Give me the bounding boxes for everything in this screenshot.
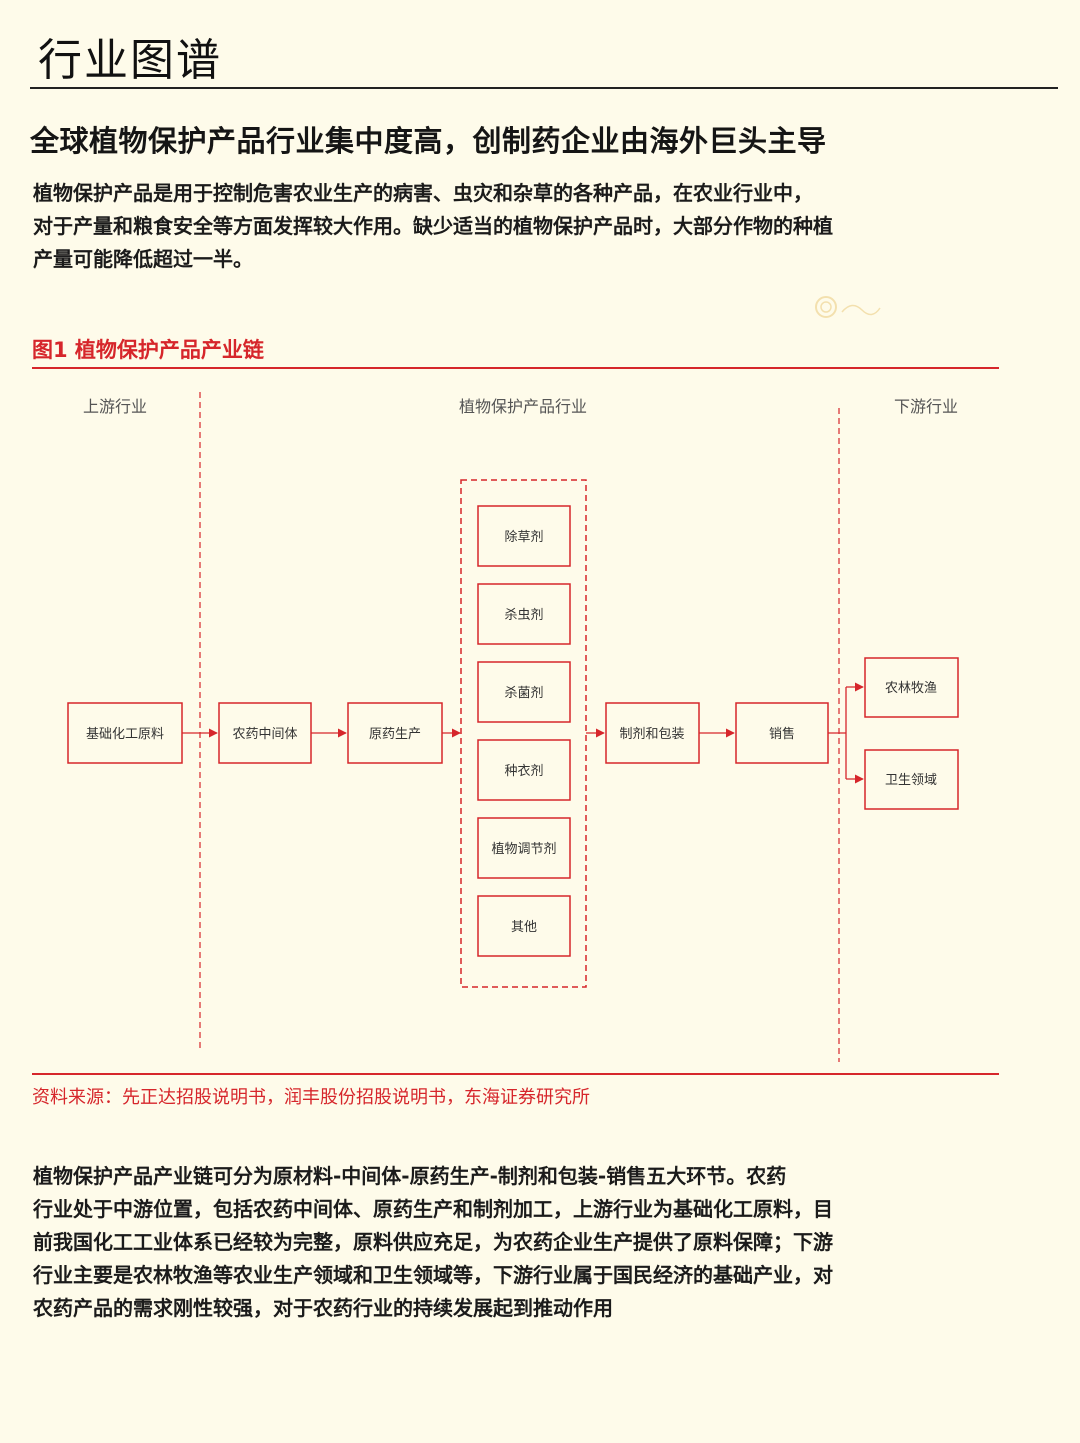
product-label: 除草剂	[504, 530, 543, 545]
product-label: 植物调节剂	[491, 842, 556, 857]
column-label-midstream: 植物保护产品行业	[459, 397, 587, 416]
conclusion-line: 农药产品的需求刚性较强，对于农药行业的持续发展起到推动作用	[33, 1296, 613, 1320]
figure-source: 资料来源：先正达招股说明书，润丰股份招股说明书，东海证券研究所	[32, 1087, 590, 1108]
figure-title: 图1 植物保护产品产业链	[32, 338, 264, 362]
product-node: 杀菌剂	[477, 661, 571, 723]
chain-node-sales: 销售	[735, 702, 829, 764]
product-node: 除草剂	[477, 505, 571, 567]
product-group-frame	[460, 479, 587, 988]
chain-node-raw: 基础化工原料	[67, 702, 183, 764]
title-divider	[30, 87, 1058, 89]
column-label-downstream: 下游行业	[894, 397, 958, 416]
chain-node-technical: 原药生产	[347, 702, 443, 764]
downstream-label: 卫生领域	[885, 773, 937, 788]
column-label-upstream: 上游行业	[83, 397, 147, 416]
chain-node-intermediate: 农药中间体	[218, 702, 312, 764]
product-label: 其他	[511, 920, 537, 935]
chain-node-formulation: 制剂和包装	[605, 702, 700, 764]
downstream-label: 农林牧渔	[885, 681, 937, 696]
chain-node-sales-label: 销售	[769, 726, 795, 742]
chain-node-raw-label: 基础化工原料	[86, 727, 164, 742]
product-node: 其他	[477, 895, 571, 957]
page-title: 行业图谱	[38, 35, 222, 86]
product-node: 杀虫剂	[477, 583, 571, 645]
conclusion-line: 行业主要是农林牧渔等农业生产领域和卫生领域等，下游行业属于国民经济的基础产业，对	[33, 1263, 833, 1287]
conclusion-line: 行业处于中游位置，包括农药中间体、原药生产和制剂加工，上游行业为基础化工原料，目	[33, 1197, 833, 1221]
downstream-node: 农林牧渔	[864, 657, 959, 718]
product-label: 种衣剂	[504, 763, 543, 779]
intro-line: 产量可能降低超过一半。	[33, 247, 253, 271]
intro-line: 植物保护产品是用于控制危害农业生产的病害、虫灾和杂草的各种产品，在农业行业中，	[33, 181, 813, 205]
intro-paragraph: 植物保护产品是用于控制危害农业生产的病害、虫灾和杂草的各种产品，在农业行业中， …	[33, 177, 833, 276]
intro-line: 对于产量和粮食安全等方面发挥较大作用。缺少适当的植物保护产品时，大部分作物的种植	[33, 214, 833, 238]
figure-bottom-rule	[32, 1073, 999, 1075]
conclusion-line: 前我国化工工业体系已经较为完整，原料供应充足，为农药企业生产提供了原料保障；下游	[33, 1230, 833, 1254]
chain-node-formulation-label: 制剂和包装	[619, 727, 684, 742]
section-headline: 全球植物保护产品行业集中度高，创制药企业由海外巨头主导	[30, 124, 827, 158]
chain-node-technical-label: 原药生产	[369, 727, 421, 742]
conclusion-paragraph: 植物保护产品产业链可分为原材料-中间体-原药生产-制剂和包装-销售五大环节。农药…	[33, 1160, 833, 1325]
product-node: 种衣剂	[477, 739, 571, 801]
chain-node-intermediate-label: 农药中间体	[232, 727, 297, 742]
conclusion-line: 植物保护产品产业链可分为原材料-中间体-原药生产-制剂和包装-销售五大环节。农药	[33, 1164, 787, 1188]
product-label: 杀菌剂	[504, 686, 543, 701]
watermark-logo-icon	[815, 296, 881, 318]
product-label: 杀虫剂	[504, 608, 543, 623]
product-node: 植物调节剂	[477, 817, 571, 879]
downstream-node: 卫生领域	[864, 749, 959, 810]
figure-top-rule	[32, 367, 999, 369]
